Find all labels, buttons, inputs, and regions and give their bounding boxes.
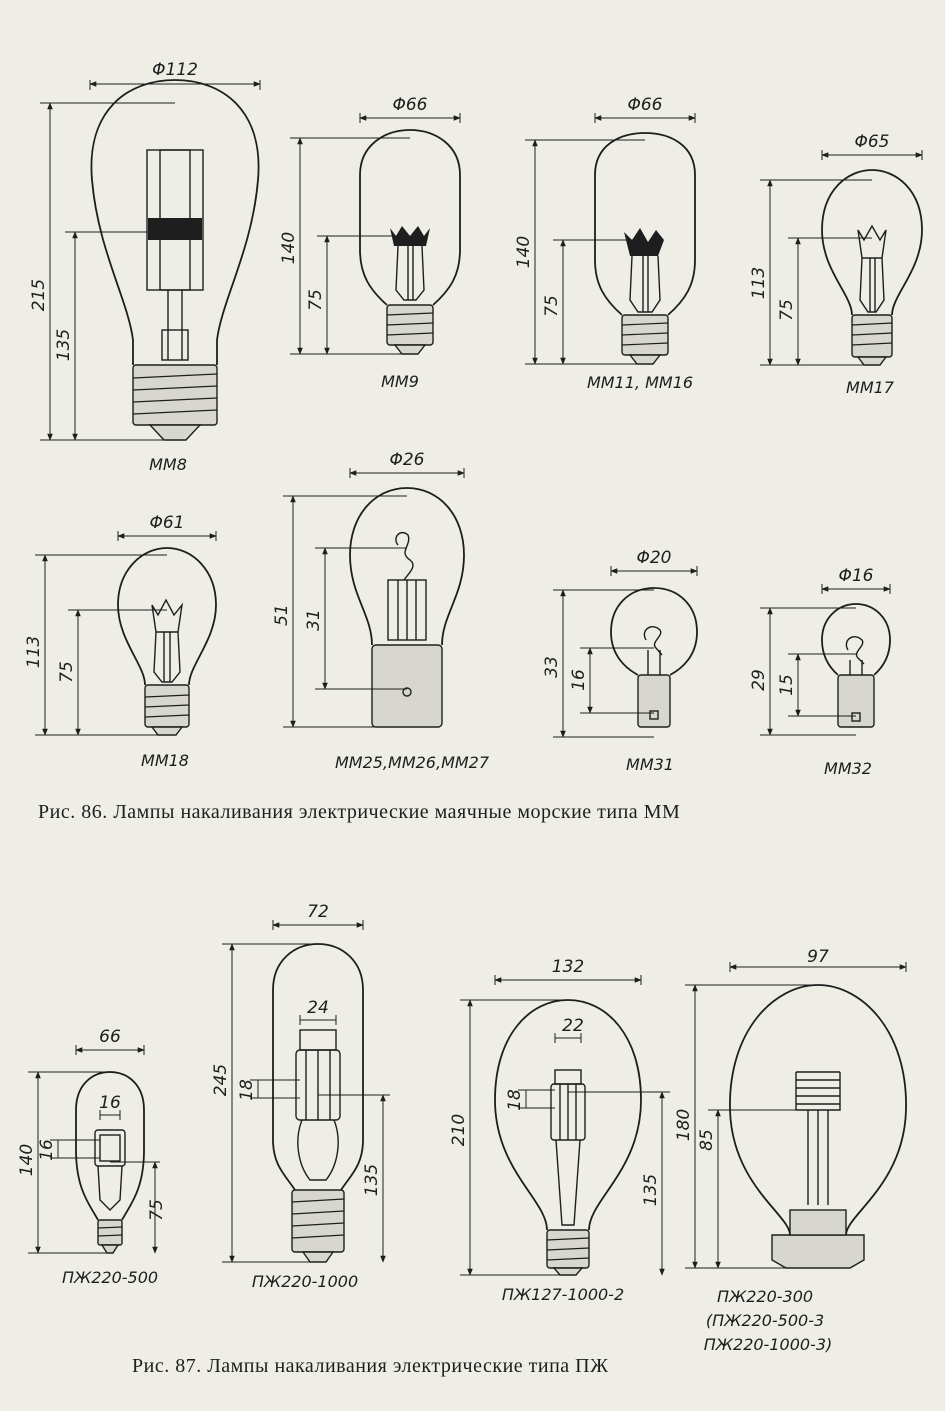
pzh300-label-alt2: ПЖ220-1000-3): [704, 1335, 833, 1354]
mm17-diameter: Φ65: [854, 132, 889, 152]
lamp-mm17: Φ65 113 75 ММ17: [749, 132, 923, 397]
mm9-height-center: 75: [306, 289, 326, 311]
pzh500-diameter: 66: [99, 1027, 121, 1047]
mm18-diameter: Φ61: [149, 513, 184, 533]
mm31-height-center: 16: [569, 669, 589, 691]
mm8-label: ММ8: [149, 455, 187, 474]
pzh1000-height-center: 135: [362, 1164, 382, 1196]
mm32-label: ММ32: [824, 759, 872, 778]
pzh500-label: ПЖ220-500: [62, 1268, 158, 1287]
pzh1000-label: ПЖ220-1000: [252, 1272, 358, 1291]
mm9-diameter: Φ66: [392, 95, 427, 115]
pzh1000-height-total: 245: [211, 1064, 231, 1096]
mm8-height-center: 135: [54, 329, 74, 361]
pzh500-body-width: 16: [99, 1093, 121, 1113]
figure-86: Φ112 215 135 ММ8: [24, 60, 923, 823]
mm9-height-total: 140: [279, 232, 299, 264]
lamp-pzh220-300: 97 180 85 ПЖ220-300 (ПЖ220-500-3 ПЖ220-1…: [674, 947, 907, 1354]
figure-87-caption: Рис. 87. Лампы накаливания электрические…: [132, 1355, 609, 1377]
pzh127-height-total: 210: [449, 1114, 469, 1146]
lamp-mm11-mm16: Φ66 140 75 ММ11, ММ16: [514, 95, 696, 392]
pzh1000-body-height: 18: [237, 1079, 257, 1101]
mm25-diameter: Φ26: [389, 450, 424, 470]
pzh1000-body-width: 24: [307, 998, 329, 1018]
mm31-diameter: Φ20: [636, 548, 671, 568]
pzh500-height-center: 75: [147, 1199, 167, 1221]
lamp-mm18: Φ61 113 75 ММ18: [24, 513, 217, 770]
mm25-height-total: 51: [272, 604, 292, 626]
mm32-diameter: Φ16: [838, 566, 873, 586]
mm17-label: ММ17: [846, 378, 895, 397]
lamp-mm25-mm27: Φ26 51 31 ММ25,ММ26,ММ27: [272, 450, 490, 772]
figure-87: 66 140 16 16 75 ПЖ220-500: [17, 902, 907, 1377]
pzh127-diameter: 132: [552, 957, 584, 977]
mm18-label: ММ18: [141, 751, 189, 770]
mm25-label: ММ25,ММ26,ММ27: [335, 753, 490, 772]
mm11-label: ММ11, ММ16: [587, 373, 693, 392]
pzh127-height-center: 135: [641, 1174, 661, 1206]
mm32-height-center: 15: [777, 674, 797, 696]
pzh300-label: ПЖ220-300: [717, 1287, 813, 1306]
mm11-diameter: Φ66: [627, 95, 662, 115]
pzh127-body-width: 22: [562, 1016, 584, 1036]
lamp-mm9: Φ66 140 75 ММ9: [279, 95, 461, 391]
mm8-diameter: Φ112: [152, 60, 198, 80]
lamp-mm8: Φ112 215 135 ММ8: [29, 60, 261, 474]
mm17-height-total: 113: [749, 267, 769, 299]
figure-86-caption: Рис. 86. Лампы накаливания электрические…: [38, 801, 680, 823]
mm25-height-center: 31: [304, 609, 324, 631]
mm11-height-total: 140: [514, 236, 534, 268]
mm31-label: ММ31: [626, 755, 674, 774]
mm18-height-center: 75: [57, 661, 77, 683]
lamp-mm31: Φ20 33 16 ММ31: [542, 548, 698, 774]
lamp-pzh220-1000: 72 245 24 18 135 ПЖ220-1000: [211, 902, 390, 1291]
pzh127-body-height: 18: [505, 1089, 525, 1111]
mm31-height-total: 33: [542, 656, 562, 678]
lamp-pzh220-500: 66 140 16 16 75 ПЖ220-500: [17, 1027, 167, 1287]
lamp-mm32: Φ16 29 15 ММ32: [749, 566, 891, 778]
pzh300-height-center: 85: [697, 1129, 717, 1151]
pzh300-label-alt1: (ПЖ220-500-3: [706, 1311, 824, 1330]
mm8-height-total: 215: [29, 279, 49, 311]
mm11-height-center: 75: [542, 295, 562, 317]
pzh500-height-total: 140: [17, 1144, 37, 1176]
mm32-height-total: 29: [749, 669, 769, 691]
pzh300-diameter: 97: [807, 947, 829, 967]
mm17-height-center: 75: [777, 299, 797, 321]
mm18-height-total: 113: [24, 636, 44, 668]
lamp-pzh127-1000-2: 132 210 22 18 135 ПЖ127-1000-2: [449, 957, 670, 1304]
pzh1000-diameter: 72: [307, 902, 329, 922]
pzh500-body-height: 16: [37, 1139, 57, 1161]
pzh127-label: ПЖ127-1000-2: [502, 1285, 624, 1304]
pzh300-height-total: 180: [674, 1109, 694, 1141]
mm9-label: ММ9: [381, 372, 419, 391]
